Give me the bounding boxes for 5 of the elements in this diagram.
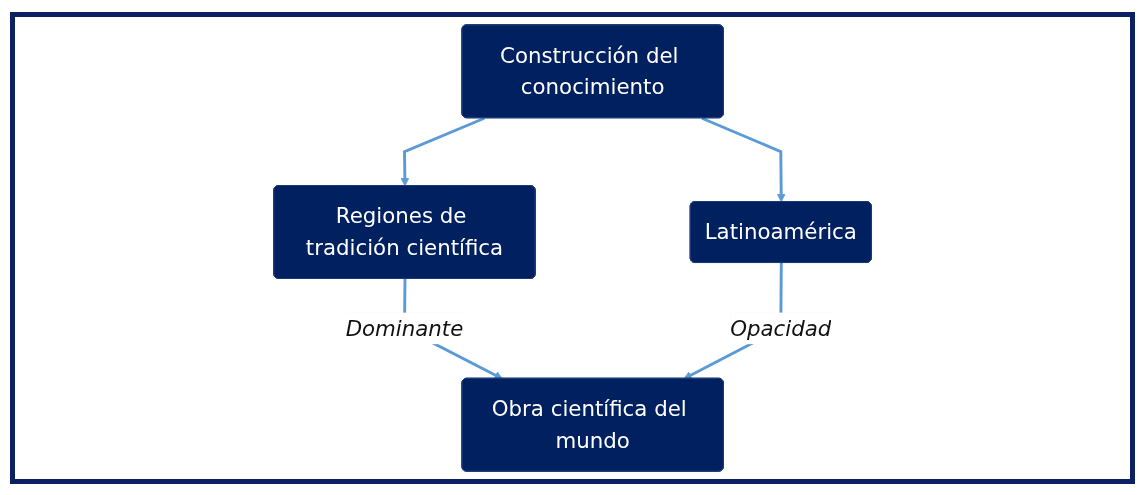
arrow bbox=[701, 116, 786, 203]
edge-label: Opacidad bbox=[730, 316, 832, 341]
diagram-frame: Dominante Opacidad Construcción del conocimiento Regiones de tradición científica Latinoamérica Obra científica del mundo bbox=[10, 12, 1135, 484]
arrow bbox=[400, 116, 485, 187]
edge-label: Dominante bbox=[345, 316, 464, 341]
